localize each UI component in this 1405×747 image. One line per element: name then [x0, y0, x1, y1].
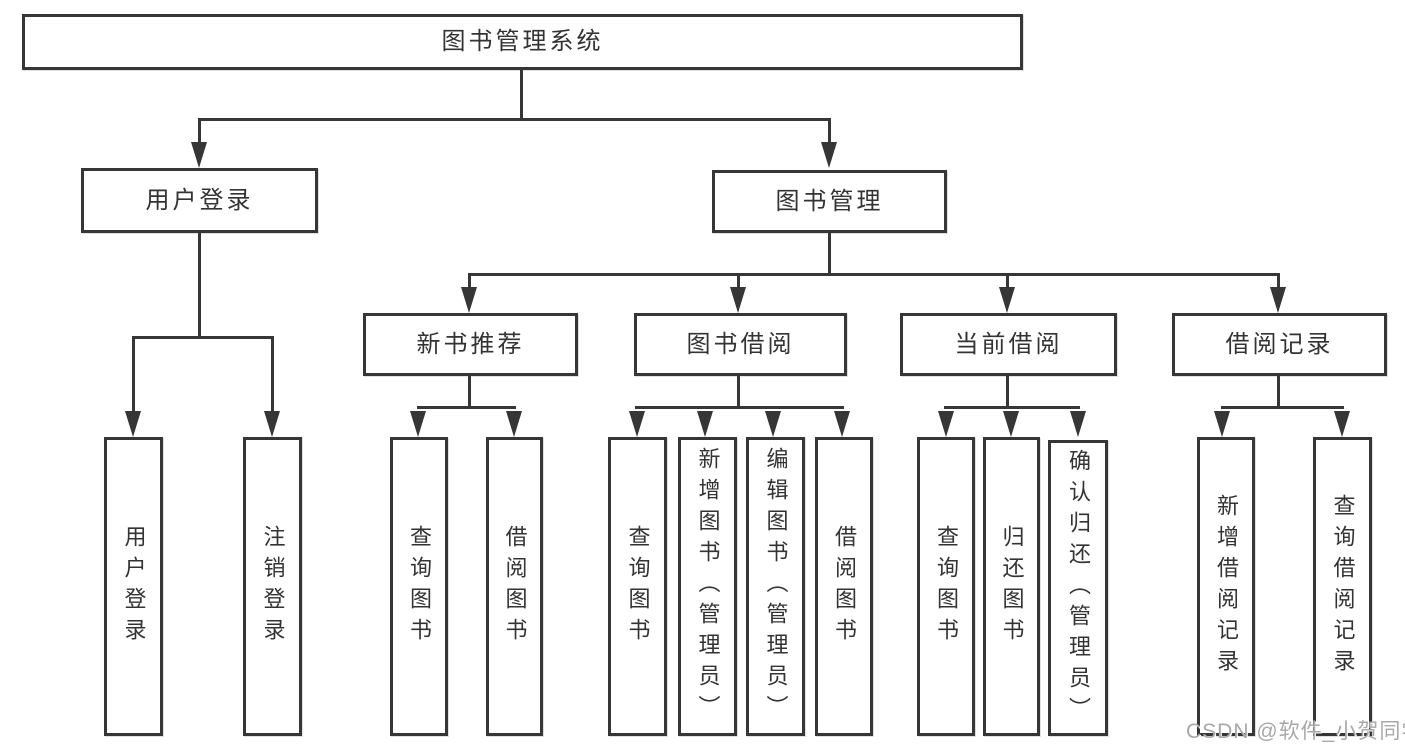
arrow-down-icon	[191, 142, 207, 168]
node-borrow-records: 借阅记录	[1172, 313, 1387, 376]
connector-line	[198, 118, 831, 121]
arrow-down-icon	[765, 411, 781, 437]
leaf-borrow-books-recommend: 借阅图书	[486, 437, 543, 736]
node-root-label: 图书管理系统	[441, 28, 604, 55]
leaf-label: 用户登录	[121, 524, 147, 649]
connector-line	[737, 273, 740, 289]
arrow-down-icon	[125, 411, 141, 437]
arrow-down-icon	[730, 287, 746, 313]
connector-line	[944, 406, 1080, 409]
arrow-down-icon	[821, 142, 837, 168]
node-label: 用户登录	[145, 186, 254, 214]
node-book-management: 图书管理	[712, 170, 947, 233]
leaf-label: 新增借阅记录	[1214, 493, 1239, 680]
arrow-down-icon	[264, 411, 280, 437]
leaf-edit-book-admin: 编辑图书（管理员）	[746, 437, 805, 736]
leaf-add-borrow-record: 新增借阅记录	[1197, 437, 1255, 736]
node-current-borrow: 当前借阅	[900, 313, 1117, 376]
node-label: 新书推荐	[416, 330, 525, 358]
connector-line	[469, 273, 1280, 276]
arrow-down-icon	[999, 287, 1015, 313]
node-label: 图书管理	[775, 187, 884, 215]
connector-line	[828, 118, 831, 146]
arrow-down-icon	[629, 411, 645, 437]
connector-line	[1006, 376, 1009, 406]
leaf-user-login: 用户登录	[104, 437, 163, 736]
arrow-down-icon	[1003, 411, 1019, 437]
leaf-label: 借阅图书	[502, 524, 528, 649]
leaf-add-book-admin: 新增图书（管理员）	[678, 437, 737, 736]
connector-line	[737, 376, 740, 406]
connector-line	[1277, 273, 1280, 289]
leaf-label: 查询图书	[407, 524, 432, 649]
arrow-down-icon	[506, 411, 522, 437]
node-root: 图书管理系统	[22, 14, 1023, 70]
connector-line	[635, 406, 844, 409]
leaf-query-borrow-record: 查询借阅记录	[1313, 437, 1372, 736]
connector-line	[828, 233, 831, 273]
connector-line	[1221, 406, 1344, 409]
leaf-label: 新增图书（管理员）	[695, 447, 721, 726]
connector-line	[468, 273, 471, 289]
node-new-book-recommend: 新书推荐	[363, 313, 578, 376]
arrow-down-icon	[1270, 287, 1286, 313]
leaf-label: 确认归还（管理员）	[1066, 448, 1091, 728]
connector-line	[417, 406, 516, 409]
node-user-login: 用户登录	[81, 168, 318, 233]
connector-line	[1006, 273, 1009, 289]
csdn-watermark: CSDN @软件_小贺同学	[1186, 720, 1405, 743]
leaf-label: 注销登录	[260, 524, 286, 649]
connector-line	[468, 376, 471, 406]
leaf-label: 编辑图书（管理员）	[763, 447, 789, 726]
connector-line	[198, 118, 201, 146]
arrow-down-icon	[461, 287, 477, 313]
connector-line	[1277, 376, 1280, 406]
node-label: 借阅记录	[1225, 330, 1334, 358]
connector-line	[132, 336, 274, 339]
leaf-logout: 注销登录	[243, 437, 302, 736]
leaf-return-book: 归还图书	[983, 437, 1040, 736]
node-label: 当前借阅	[954, 330, 1063, 358]
arrow-down-icon	[410, 411, 426, 437]
leaf-borrow-books: 借阅图书	[815, 437, 873, 736]
arrow-down-icon	[1214, 411, 1230, 437]
leaf-query-books-recommend: 查询图书	[390, 437, 448, 736]
connector-line	[132, 336, 135, 413]
leaf-query-books-borrow: 查询图书	[608, 437, 667, 736]
leaf-label: 查询图书	[625, 524, 651, 649]
arrow-down-icon	[938, 411, 954, 437]
arrow-down-icon	[834, 411, 850, 437]
leaf-query-books-current: 查询图书	[917, 437, 975, 736]
arrow-down-icon	[697, 411, 713, 437]
arrow-down-icon	[1334, 411, 1350, 437]
arrow-down-icon	[1070, 411, 1086, 437]
leaf-label: 查询图书	[934, 524, 959, 649]
leaf-confirm-return-admin: 确认归还（管理员）	[1048, 440, 1108, 736]
leaf-label: 归还图书	[999, 524, 1025, 649]
leaf-label: 借阅图书	[832, 524, 857, 649]
leaf-label: 查询借阅记录	[1330, 493, 1356, 680]
connector-line	[271, 336, 274, 413]
connector-line	[198, 233, 201, 336]
node-book-borrow: 图书借阅	[634, 313, 847, 376]
node-label: 图书借阅	[686, 330, 795, 358]
connector-line	[520, 69, 523, 118]
